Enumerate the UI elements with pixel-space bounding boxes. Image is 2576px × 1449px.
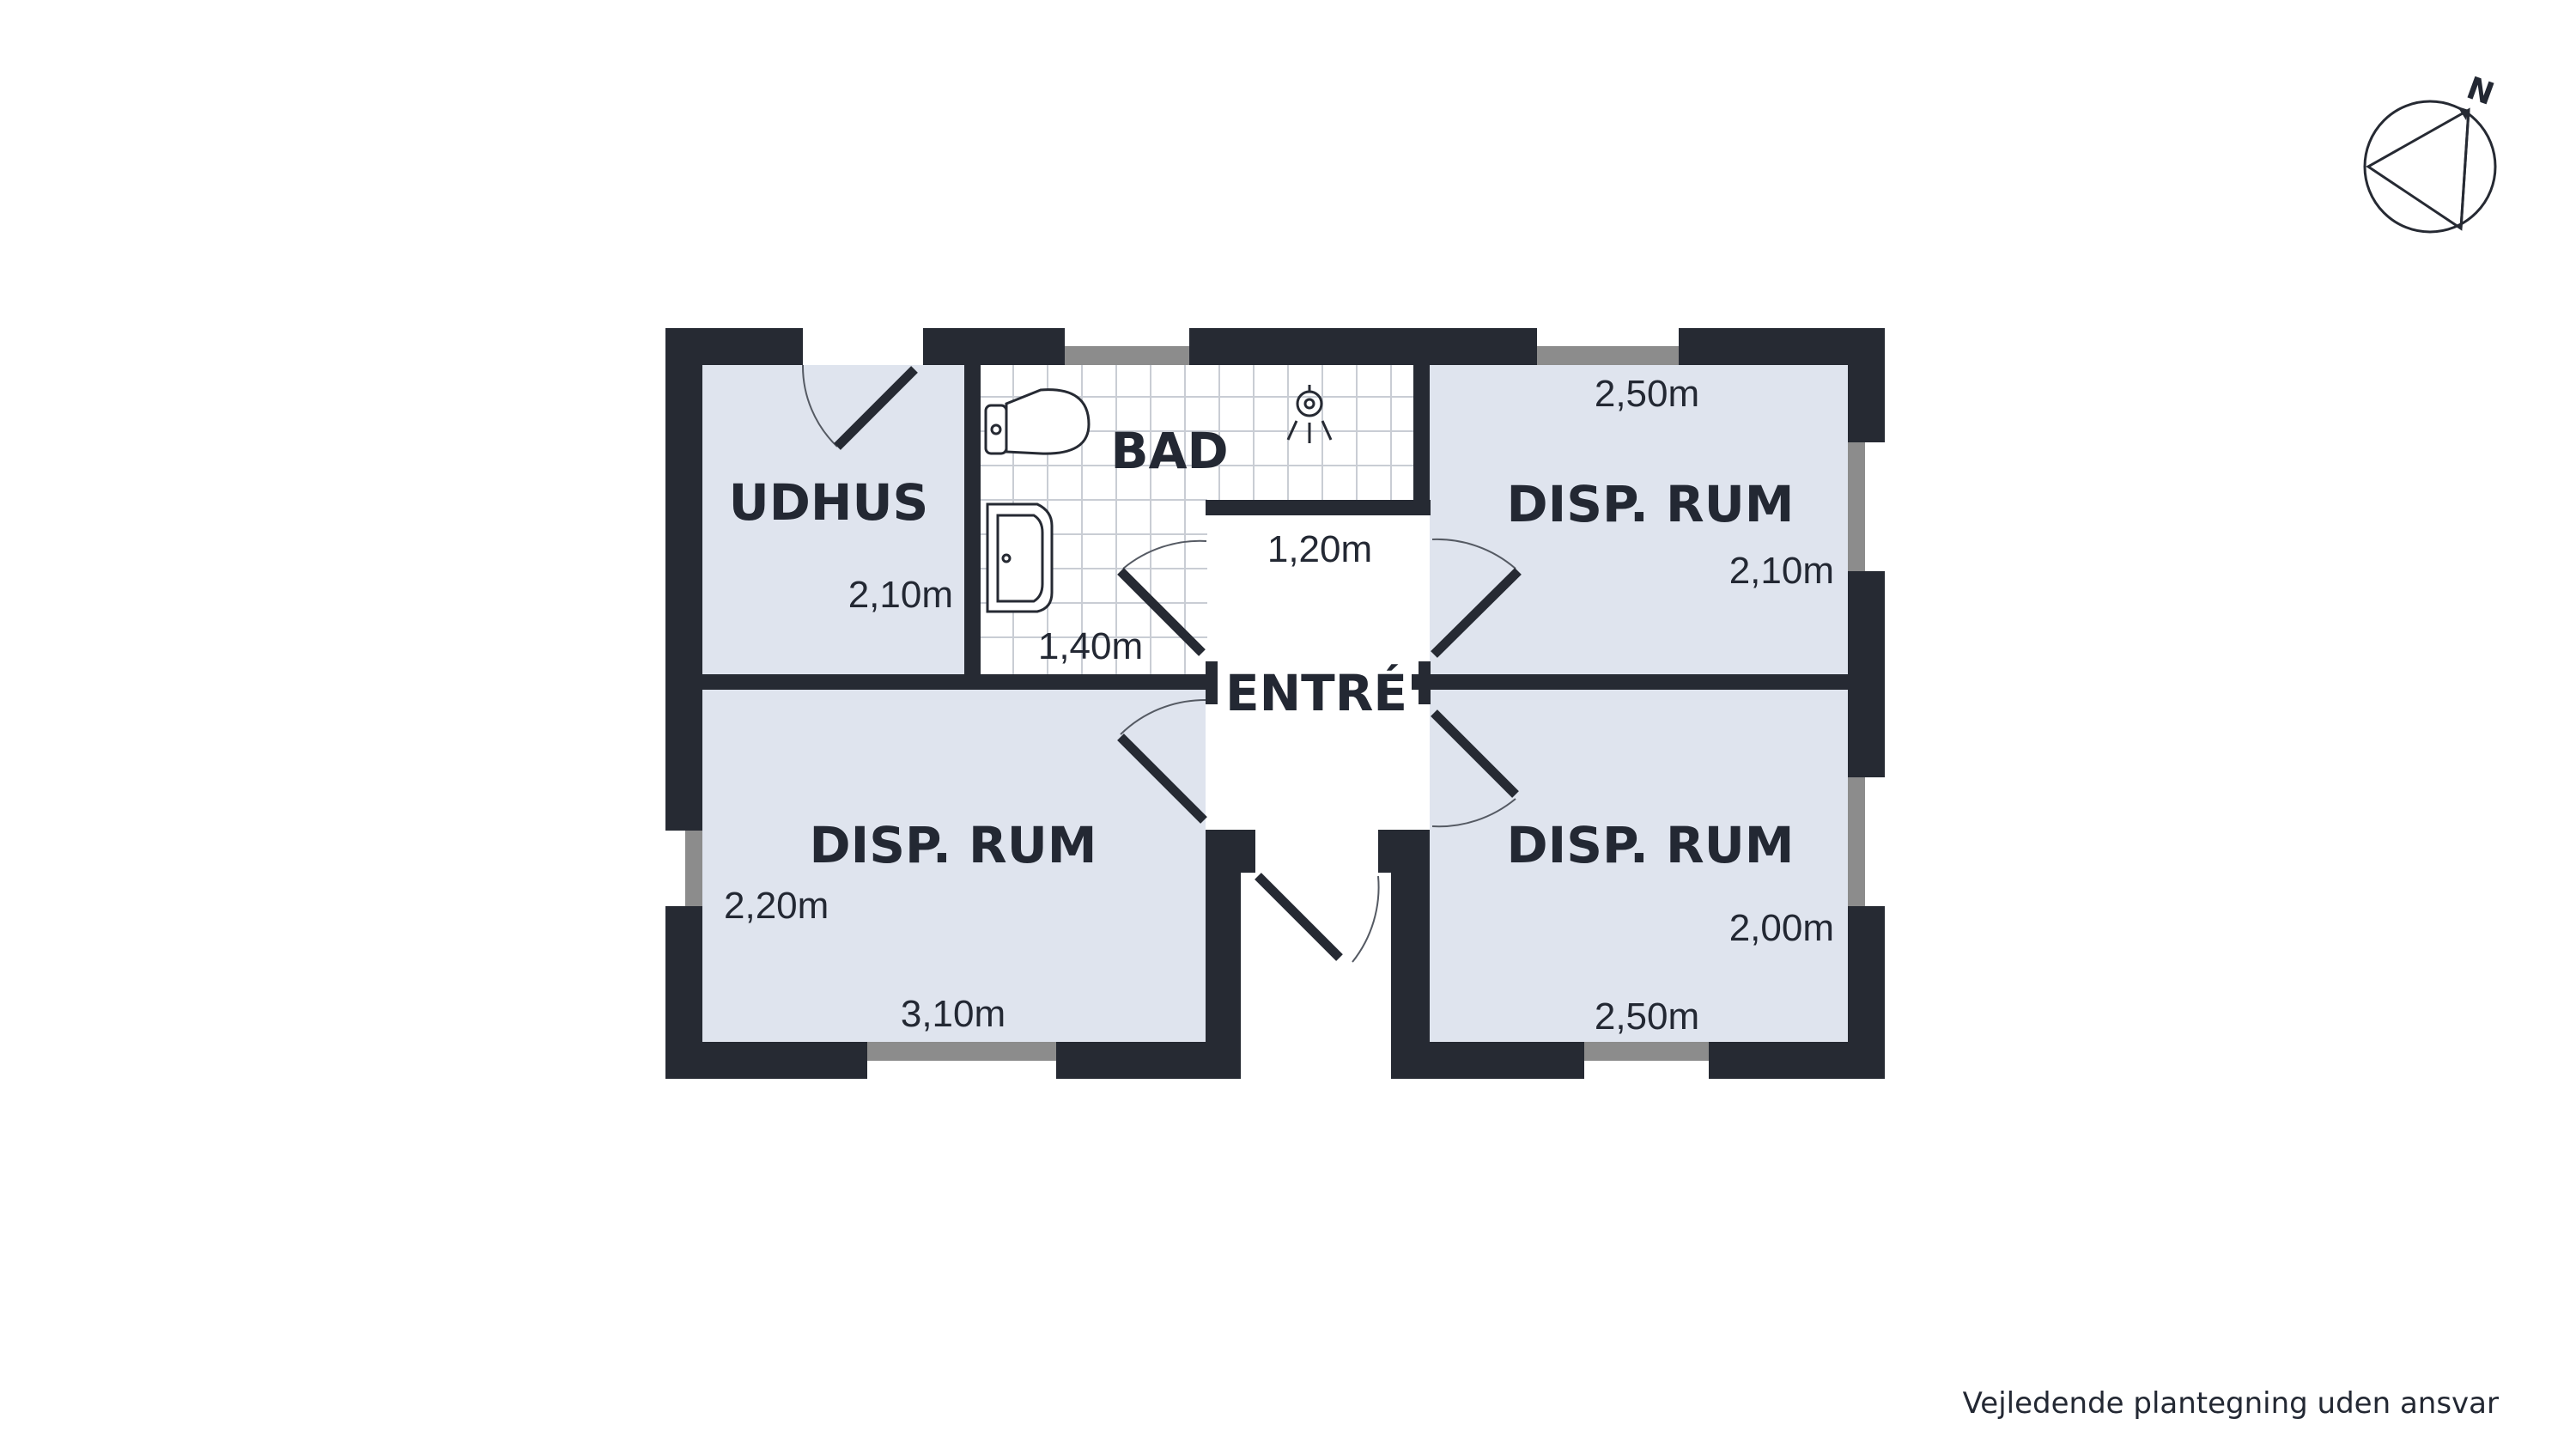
toilet-icon xyxy=(984,388,1091,455)
window-bottom-right xyxy=(1584,1042,1709,1079)
door-entrance xyxy=(1255,873,1380,963)
window-bottom-left xyxy=(867,1042,1056,1079)
disp-rum-top-right-dim-side: 2,10m xyxy=(1729,550,1834,592)
disp-rum-top-right-floor xyxy=(1430,365,1848,674)
window-right-lower xyxy=(1848,777,1885,906)
disp-rum-bottom-left-dim-bottom: 3,10m xyxy=(901,993,1005,1035)
door-bottom-right-room xyxy=(1431,709,1519,828)
entre-floor xyxy=(1207,515,1413,885)
disp-rum-bottom-right-dim-bottom: 2,50m xyxy=(1595,995,1699,1038)
window-left xyxy=(665,831,702,906)
door-top-right-room xyxy=(1431,538,1522,658)
entre-dim: 1,20m xyxy=(1267,528,1372,570)
bad-label: BAD xyxy=(1110,422,1228,480)
sink-icon xyxy=(986,502,1054,613)
disclaimer-text: Vejledende plantegning uden ansvar xyxy=(1962,1386,2499,1421)
window-bad-top xyxy=(1065,328,1189,365)
disp-rum-bottom-right-dim-side: 2,00m xyxy=(1729,907,1834,949)
compass-north-label: N xyxy=(2462,70,2498,113)
bad-dim: 1,40m xyxy=(1038,625,1143,667)
windows xyxy=(665,328,1885,1079)
udhus-label: UDHUS xyxy=(729,473,929,532)
disp-rum-top-right-label: DISP. RUM xyxy=(1506,475,1794,533)
compass-icon: N xyxy=(2363,70,2499,234)
udhus-floor xyxy=(702,365,964,674)
window-room-top-right xyxy=(1537,328,1679,365)
door-udhus xyxy=(801,328,923,450)
door-bottom-left-room xyxy=(1117,698,1207,824)
disp-rum-bottom-right-label: DISP. RUM xyxy=(1506,816,1794,874)
window-right-upper xyxy=(1848,442,1885,571)
floors xyxy=(702,365,1848,1042)
disp-rum-top-right-dim-top: 2,50m xyxy=(1595,373,1699,415)
entre-label: ENTRÉ xyxy=(1225,663,1407,722)
disp-rum-bottom-left-label: DISP. RUM xyxy=(809,816,1097,874)
udhus-dim: 2,10m xyxy=(848,574,953,616)
door-bad xyxy=(1117,539,1207,656)
doors xyxy=(801,328,1522,963)
disp-rum-bottom-right-floor xyxy=(1430,690,1848,1042)
shower-icon xyxy=(1286,385,1333,443)
disp-rum-bottom-left-dim-side: 2,20m xyxy=(724,885,829,927)
disp-rum-bottom-left-floor xyxy=(702,690,1206,1042)
labels: UDHUS 2,10m BAD 1,40m 1,20m ENTRÉ 2,50m … xyxy=(724,373,1834,1038)
